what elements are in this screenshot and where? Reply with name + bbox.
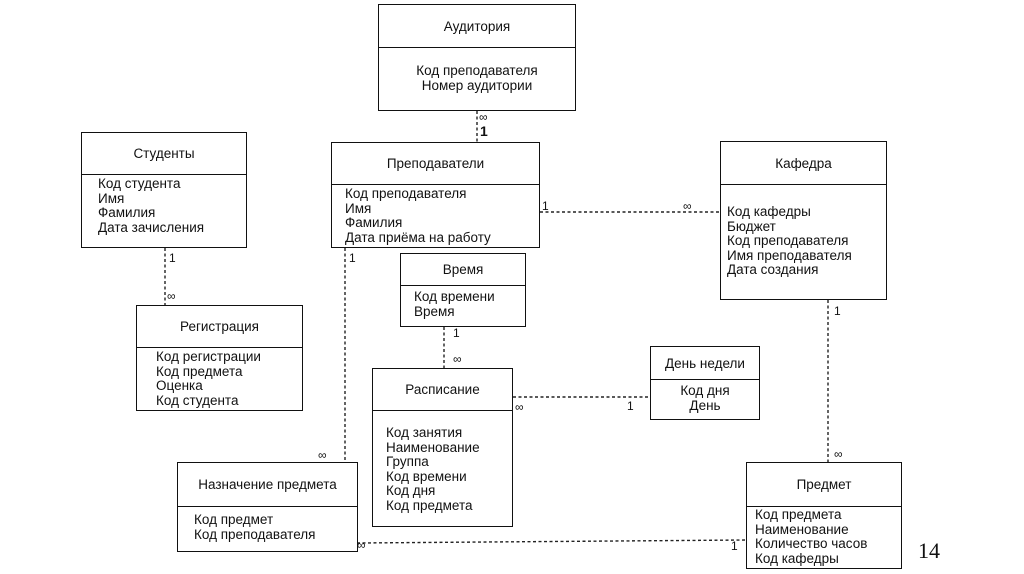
card-predmet-many: ∞ bbox=[834, 447, 843, 461]
attribute: Код кафедры bbox=[727, 205, 811, 219]
attribute: Количество часов bbox=[755, 537, 868, 552]
entity-attributes: Код занятия Наименование Группа Код врем… bbox=[373, 411, 512, 514]
attribute: Код студента bbox=[156, 393, 239, 408]
entity-prepodavateli: Преподаватели Код преподавателя Имя Фами… bbox=[331, 142, 540, 248]
entity-title: Студенты bbox=[82, 133, 246, 175]
attribute: Фамилия bbox=[345, 216, 403, 231]
card-prep-kaf-one: 1 bbox=[542, 199, 549, 213]
attribute: Код времени bbox=[386, 469, 467, 484]
attribute: Наименование bbox=[386, 440, 480, 455]
card-kaf-one: 1 bbox=[834, 304, 841, 318]
card-den-one: 1 bbox=[627, 399, 634, 413]
entity-registratsiya: Регистрация Код регистрации Код предмета… bbox=[136, 305, 303, 411]
entity-attributes: Код регистрации Код предмета Оценка Код … bbox=[137, 348, 302, 408]
card-aud-one: 1 bbox=[480, 123, 488, 139]
entity-title: Кафедра bbox=[721, 142, 886, 185]
attribute: Время bbox=[414, 304, 455, 319]
attribute: День bbox=[689, 398, 721, 413]
entity-attributes: Код дня День bbox=[651, 380, 759, 413]
card-vrem-one: 1 bbox=[453, 326, 460, 340]
card-rasp-many: ∞ bbox=[453, 352, 462, 366]
page-number: 14 bbox=[918, 538, 940, 563]
attribute: Бюджет bbox=[727, 219, 776, 234]
attribute: Код предмета bbox=[755, 508, 842, 522]
entity-attributes: Код преподавателя Номер аудитории bbox=[379, 48, 575, 93]
entity-title: Время bbox=[401, 254, 525, 286]
attribute: Код предмета bbox=[386, 498, 473, 513]
attribute: Код дня bbox=[386, 484, 436, 499]
card-naz-pred-one: 1 bbox=[731, 539, 738, 553]
entity-title: День недели bbox=[651, 347, 759, 380]
card-naz-many: ∞ bbox=[318, 448, 327, 462]
attribute: Код регистрации bbox=[156, 350, 261, 364]
card-reg-many: ∞ bbox=[167, 289, 176, 303]
attribute: Имя bbox=[345, 201, 372, 216]
entity-attributes: Код времени Время bbox=[401, 286, 525, 319]
attribute: Имя преподавателя bbox=[727, 248, 852, 263]
card-prep-naz-one: 1 bbox=[349, 251, 356, 265]
card-stud-one: 1 bbox=[169, 251, 176, 265]
entity-title: Аудитория bbox=[379, 5, 575, 48]
attribute: Код преподавателя bbox=[727, 234, 849, 249]
card-naz-pred-many: ∞ bbox=[357, 538, 366, 552]
entity-studenty: Студенты Код студента Имя Фамилия Дата з… bbox=[81, 132, 247, 248]
attribute: Код занятия bbox=[386, 426, 463, 440]
entity-den-nedeli: День недели Код дня День bbox=[650, 346, 760, 420]
attribute: Код студента bbox=[98, 177, 181, 191]
attribute: Код преподавателя bbox=[416, 64, 538, 78]
attribute: Код предмет bbox=[194, 513, 274, 527]
attribute: Код предмета bbox=[156, 364, 243, 379]
entity-attributes: Код студента Имя Фамилия Дата зачисления bbox=[82, 175, 246, 235]
attribute: Код преподавателя bbox=[345, 187, 467, 201]
card-prep-kaf-many: ∞ bbox=[683, 199, 692, 213]
entity-vremya: Время Код времени Время bbox=[400, 253, 526, 327]
entity-attributes: Код кафедры Бюджет Код преподавателя Имя… bbox=[721, 185, 886, 278]
entity-title: Регистрация bbox=[137, 306, 302, 348]
entity-attributes: Код предмет Код преподавателя bbox=[178, 507, 357, 542]
attribute: Дата зачисления bbox=[98, 220, 205, 235]
entity-title: Назначение предмета bbox=[178, 463, 357, 507]
entity-title: Расписание bbox=[373, 369, 512, 411]
entity-auditoriya: Аудитория Код преподавателя Номер аудито… bbox=[378, 4, 576, 111]
entity-attributes: Код предмета Наименование Количество час… bbox=[747, 507, 901, 566]
entity-raspisanie: Расписание Код занятия Наименование Груп… bbox=[372, 368, 513, 527]
entity-title: Предмет bbox=[747, 463, 901, 507]
attribute: Имя bbox=[98, 191, 125, 206]
attribute: Оценка bbox=[156, 379, 203, 394]
entity-title: Преподаватели bbox=[332, 143, 539, 185]
link-naznachenie-predmet bbox=[356, 539, 747, 544]
card-rasp-den-many: ∞ bbox=[515, 400, 524, 414]
attribute: Дата создания bbox=[727, 263, 819, 278]
card-aud-many: ∞ bbox=[479, 110, 488, 124]
attribute: Код преподавателя bbox=[194, 527, 316, 542]
entity-attributes: Код преподавателя Имя Фамилия Дата приём… bbox=[332, 185, 539, 245]
attribute: Группа bbox=[386, 455, 429, 470]
attribute: Номер аудитории bbox=[421, 78, 533, 93]
entity-kafedra: Кафедра Код кафедры Бюджет Код преподава… bbox=[720, 141, 887, 300]
attribute: Дата приёма на работу bbox=[345, 230, 491, 245]
entity-naznachenie-predmeta: Назначение предмета Код предмет Код преп… bbox=[177, 462, 358, 552]
attribute: Код времени bbox=[414, 290, 495, 304]
attribute: Фамилия bbox=[98, 206, 156, 221]
attribute: Код кафедры bbox=[755, 551, 839, 566]
entity-predmet: Предмет Код предмета Наименование Количе… bbox=[746, 462, 902, 569]
attribute: Наименование bbox=[755, 522, 849, 537]
attribute: Код дня bbox=[680, 384, 730, 398]
